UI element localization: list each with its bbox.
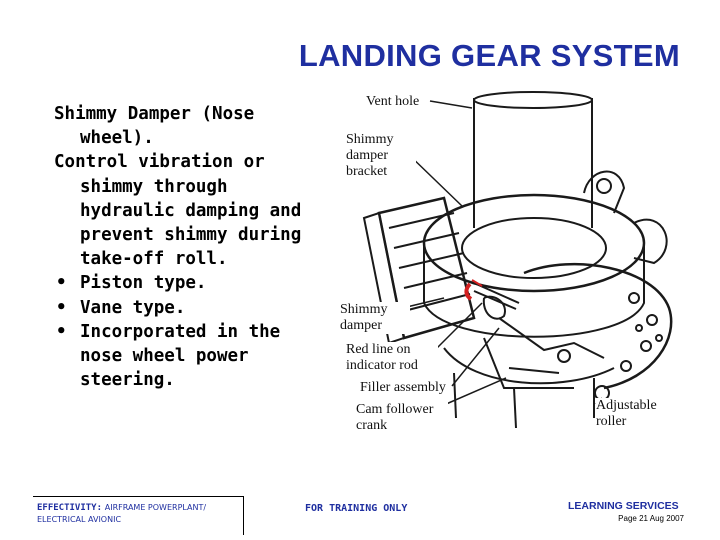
body-paragraph-2: Control vibration or shimmy through hydr…: [54, 152, 302, 270]
callout-shimmy-damper: Shimmy damper: [340, 302, 410, 334]
bullet-item: •Piston type.: [54, 271, 324, 295]
callout-adjustable-roller: Adjustable roller: [596, 398, 684, 430]
slide-title: LANDING GEAR SYSTEM: [298, 38, 680, 73]
bullet-icon: •: [56, 321, 67, 342]
slide-body: Shimmy Damper (Nose wheel). Control vibr…: [54, 102, 324, 392]
callout-filler-assembly: Filler assembly: [360, 380, 446, 396]
effectivity-value-2: ELECTRICAL AVIONIC: [37, 515, 122, 524]
callout-cam-follower-crank: Cam follower crank: [356, 402, 448, 434]
training-notice: FOR TRAINING ONLY: [305, 503, 408, 514]
callout-red-line-indicator-rod: Red line on indicator rod: [346, 342, 438, 374]
body-paragraph-1: Shimmy Damper (Nose wheel).: [54, 104, 255, 149]
bullet-icon: •: [56, 297, 67, 318]
shimmy-damper-diagram: Vent hole Shimmy damper bracket Shimmy d…: [334, 88, 684, 440]
effectivity-value: AIRFRAME POWERPLANT/: [104, 503, 207, 512]
page-date: Page 21 Aug 2007: [618, 514, 684, 523]
bullet-item: •Incorporated in the nose wheel power st…: [56, 321, 281, 391]
effectivity-line: EFFECTIVITY: AIRFRAME POWERPLANT/: [37, 503, 206, 513]
bullet-icon: •: [56, 273, 67, 294]
bullet-list: •Piston type. •Vane type. •Incorporated …: [54, 271, 324, 392]
callout-shimmy-damper-bracket: Shimmy damper bracket: [346, 132, 416, 180]
callout-vent-hole: Vent hole: [366, 94, 420, 110]
effectivity-box: EFFECTIVITY: AIRFRAME POWERPLANT/ ELECTR…: [33, 496, 244, 535]
bullet-item: •Vane type.: [54, 296, 324, 320]
learning-services: LEARNING SERVICES: [568, 500, 679, 512]
effectivity-label: EFFECTIVITY:: [37, 503, 103, 513]
